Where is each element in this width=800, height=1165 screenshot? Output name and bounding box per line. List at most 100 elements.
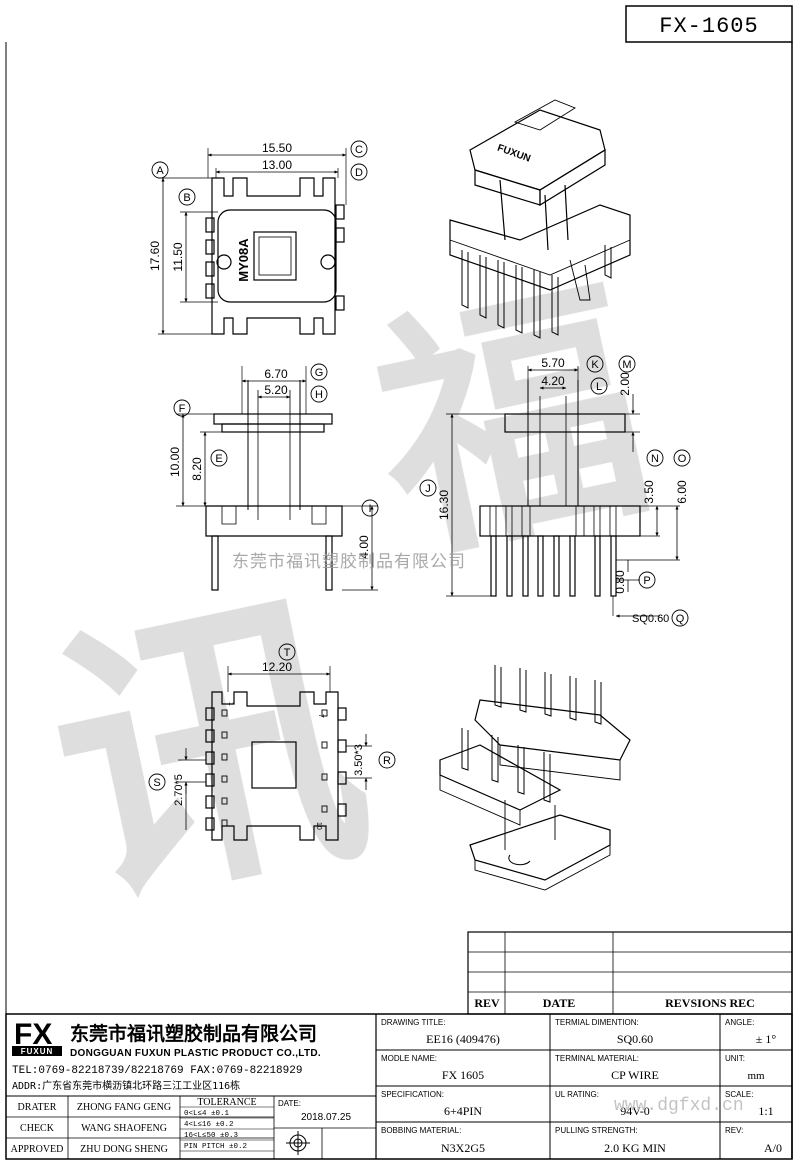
date-header: DATE (543, 996, 575, 1010)
rev-label: REV: (725, 1126, 743, 1135)
role-drater: DRATER (18, 1102, 57, 1113)
drawing-title-value: EE16 (409476) (426, 1032, 500, 1046)
date-label: DATE: (278, 1099, 301, 1108)
dim-8-20: 8.20 (190, 457, 204, 481)
rev-header: REV (474, 996, 500, 1010)
bobbing-material-value: N3X2G5 (441, 1141, 485, 1155)
label-P: P (643, 575, 650, 587)
dim-6-00: 6.00 (675, 480, 689, 504)
tolerance-row-3: 16<L≤50 ±0.3 (184, 1132, 239, 1140)
company-addr: ADDR:广东省东莞市横沥镇北环路三江工业区116栋 (12, 1079, 240, 1092)
angle-value: ± 1° (756, 1032, 777, 1046)
front-view-text: 6.70 5.20 10.00 8.20 4.00 F E G H I (168, 367, 372, 559)
label-H: H (315, 389, 323, 401)
bobbin-marking: MY08A (236, 238, 251, 282)
angle-label: ANGLE: (725, 1018, 754, 1027)
label-K: K (591, 359, 599, 371)
pin-mark-1: 1 (227, 702, 234, 706)
date-value: 2018.07.25 (301, 1112, 351, 1123)
label-N: N (651, 453, 659, 465)
dim-5-20: 5.20 (264, 383, 288, 397)
dim-12-20: 12.20 (262, 660, 292, 674)
bobbing-material-label: BOBBING MATERIAL: (381, 1126, 461, 1135)
name-drater: ZHONG FANG GENG (77, 1102, 171, 1113)
dim-6-70: 6.70 (264, 367, 288, 381)
brush-watermark: 福 讯 (25, 247, 670, 957)
role-check: CHECK (20, 1123, 55, 1134)
dim-10-00: 10.00 (168, 447, 182, 477)
label-C: C (355, 144, 363, 156)
label-R: R (383, 755, 391, 767)
modle-name-value: FX 1605 (442, 1068, 484, 1082)
dim-sq0-60: SQ0.60 (632, 613, 669, 625)
scale-label: SCALE: (725, 1090, 753, 1099)
dim-3-50x3: 3.50*3 (353, 744, 365, 776)
company-watermark: 东莞市福讯塑胶制品有限公司 (232, 552, 466, 572)
front-view (173, 363, 379, 591)
label-L: L (596, 381, 602, 393)
unit-value: mm (747, 1070, 765, 1082)
label-A: A (156, 165, 164, 177)
dim-4-20: 4.20 (541, 374, 565, 388)
label-O: O (678, 453, 687, 465)
dim-17-60: 17.60 (148, 241, 162, 271)
unit-label: UNIT: (725, 1054, 745, 1063)
side-view (419, 355, 691, 627)
title-fields: DRAWING TITLE: EE16 (409476) TERMIAL DIM… (381, 1018, 782, 1155)
dim-16-30: 16.30 (437, 490, 451, 520)
company-name-en: DONGGUAN FUXUN PLASTIC PRODUCT CO.,LTD. (70, 1048, 321, 1059)
terminal-material-label: TERMINAL MATERIAL: (555, 1054, 639, 1063)
dim-15-50: 15.50 (262, 141, 292, 155)
dim-2-00: 2.00 (618, 372, 632, 396)
bottom-view-text: 12.20 2.70*5 3.50*3 T S R 1 7 10 (153, 647, 391, 830)
signoff: DRATER ZHONG FANG GENG CHECK WANG SHAOFE… (11, 1102, 172, 1155)
pulling-strength-value: 2.0 KG MIN (604, 1141, 666, 1155)
revisions-header: REVSIONS REC (665, 996, 755, 1010)
termial-dim-value: SQ0.60 (617, 1032, 653, 1046)
role-approved: APPROVED (11, 1144, 64, 1155)
logo-fuxun: FUXUN (21, 1047, 54, 1056)
rev-value: A/0 (764, 1141, 782, 1155)
label-G: G (315, 367, 324, 379)
tolerance-row-1: 0<L≤4 ±0.1 (184, 1110, 230, 1118)
label-I: I (368, 503, 371, 515)
label-T: T (284, 647, 291, 659)
company-logo: FX FUXUN (12, 1018, 62, 1056)
company-name-cn: 东莞市福讯塑胶制品有限公司 (70, 1022, 317, 1045)
revision-headers: REV DATE REVSIONS REC (474, 996, 755, 1010)
logo-fx: FX (14, 1018, 52, 1051)
iso-view-top (449, 99, 631, 339)
dim-5-70: 5.70 (541, 356, 565, 370)
label-F: F (179, 403, 186, 415)
top-view (151, 140, 368, 335)
dim-11-50: 11.50 (171, 242, 185, 271)
iso-marking: FUXUN (496, 143, 532, 165)
name-check: WANG SHAOFENG (81, 1123, 167, 1134)
termial-dim-label: TERMIAL DIMENTION: (555, 1018, 639, 1027)
dim-3-50: 3.50 (642, 480, 656, 504)
tolerance-row-2: 4<L≤16 ±0.2 (184, 1121, 234, 1129)
bottom-view (148, 643, 396, 841)
label-E: E (215, 453, 222, 465)
label-B: B (183, 192, 190, 204)
ul-rating-label: UL RATING: (555, 1090, 599, 1099)
dim-4-00: 4.00 (357, 535, 371, 559)
pin-mark-7: 7 (317, 714, 324, 718)
dim-0-80: 0.80 (613, 570, 627, 594)
label-S: S (153, 777, 160, 789)
iso-view-bottom (439, 665, 631, 891)
top-view-text: 15.50 13.00 17.60 11.50 A B C D MY08A (148, 141, 363, 282)
terminal-material-value: CP WIRE (611, 1068, 659, 1082)
name-approved: ZHU DONG SHENG (80, 1144, 168, 1155)
title-block (5, 1013, 793, 1160)
label-J: J (425, 483, 431, 495)
label-D: D (355, 167, 363, 179)
part-number: FX-1605 (659, 14, 758, 39)
specification-value: 6+4PIN (444, 1104, 482, 1118)
projection-symbol-icon (286, 1131, 310, 1155)
tolerance-title: TOLERANCE (197, 1097, 256, 1108)
side-view-text: 5.70 4.20 2.00 16.30 3.50 6.00 0.80 SQ0.… (425, 356, 689, 625)
label-M: M (622, 359, 631, 371)
tolerance: TOLERANCE 0<L≤4 ±0.1 4<L≤16 ±0.2 16<L≤50… (184, 1097, 257, 1151)
